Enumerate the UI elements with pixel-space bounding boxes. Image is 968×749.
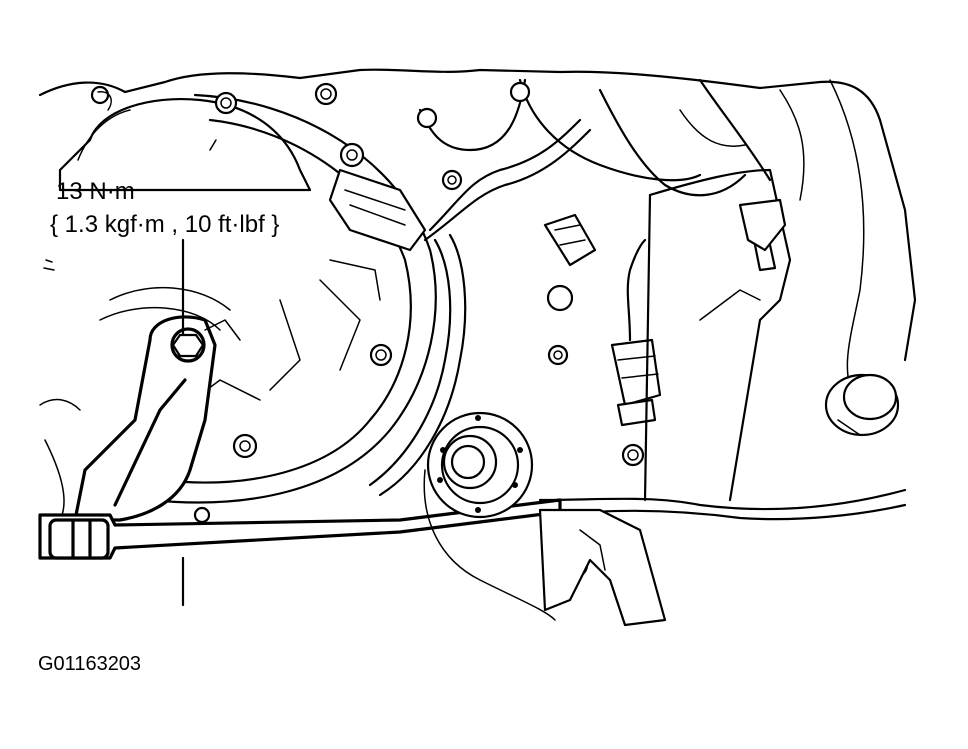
lower-housing — [538, 488, 907, 627]
mount-bracket — [73, 315, 241, 522]
bellhousing-ring — [99, 93, 437, 504]
torque-conversion-label: { 1.3 kgf·m , 10 ft·lbf } — [50, 211, 280, 238]
sensor-connector — [546, 238, 662, 427]
torque-value-label: 13 N·m — [56, 178, 135, 205]
output-shaft-seal — [423, 411, 556, 621]
engine-block-outline — [38, 68, 917, 521]
right-bracket-plate — [643, 168, 792, 502]
figure-id-label: G01163203 — [38, 653, 142, 675]
round-cover — [58, 85, 312, 192]
wiring-harness — [416, 78, 772, 197]
right-stud — [824, 373, 900, 437]
wire-connector-left — [328, 118, 592, 252]
wire-connector-center — [543, 213, 597, 267]
coolant-pipe — [368, 233, 467, 497]
